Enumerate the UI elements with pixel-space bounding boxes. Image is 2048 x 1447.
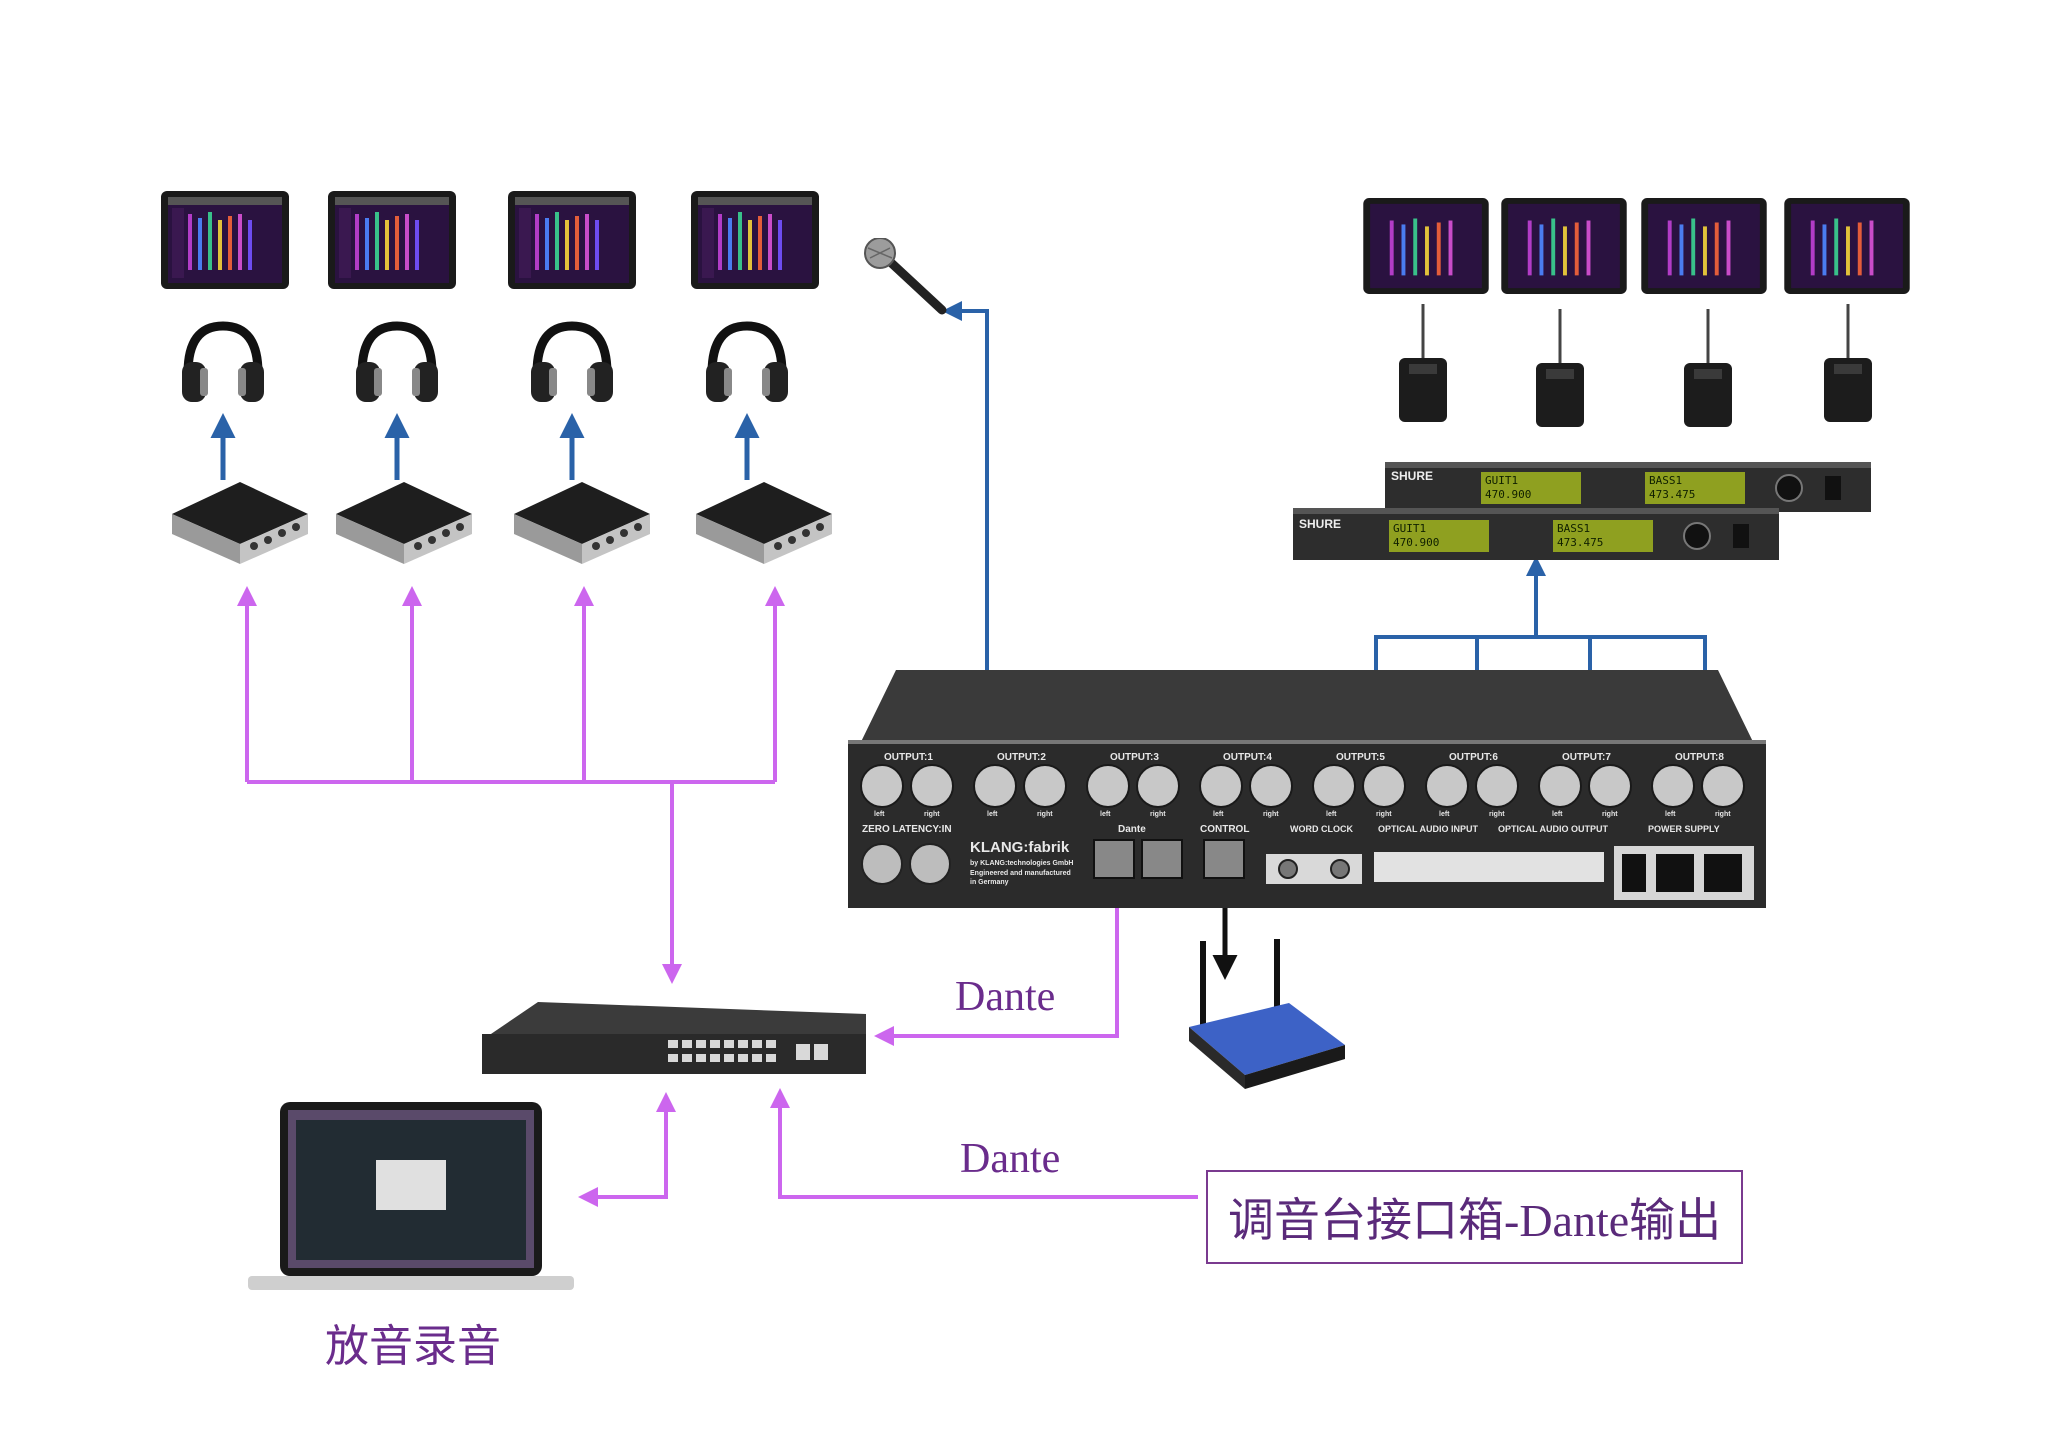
wireless-receiver-rack: SHURE GUIT1 470.900 BASS1 473.475 [1385,462,1871,512]
output-label-1: OUTPUT:1 [884,752,933,763]
optical-in-label: OPTICAL AUDIO INPUT [1378,824,1479,834]
output-right-label: right [1602,811,1618,818]
zero-latency-label: ZERO LATENCY:IN [862,824,952,835]
xlr-output-connector [1701,764,1745,808]
xlr-output-connector [1651,764,1695,808]
purple-switch-to-laptop [578,1092,676,1207]
receiver-ch2-name: BASS1 [1649,474,1682,487]
word-clock-label: WORD CLOCK [1290,824,1353,834]
bodypack-receiver-icon [1684,309,1732,427]
headphone-amp-icon [514,482,650,564]
receiver-brand: SHURE [1391,469,1433,483]
bodypack-receiver-icon [1824,304,1872,422]
headphones-icon [531,321,613,402]
bodypack-receiver-icon [1536,309,1584,427]
output-left-label: left [1100,811,1111,818]
output-label-6: OUTPUT:6 [1449,752,1498,763]
output-right-label: right [1489,811,1505,818]
network-switch-icon [482,1002,866,1074]
receiver-brand: SHURE [1299,517,1341,531]
output-right-label: right [1376,811,1392,818]
xlr-output-connector [1199,764,1243,808]
xlr-output-connector [1475,764,1519,808]
output-right-label: right [1715,811,1731,818]
xlr-output-connector [1588,764,1632,808]
control-port-label: CONTROL [1200,824,1249,835]
output-left-label: left [1439,811,1450,818]
tablet-mixer-app-icon [1501,197,1627,295]
purple-dante-to-switch [874,890,1119,1046]
xlr-output-connector [1425,764,1469,808]
output-left-label: left [1326,811,1337,818]
tablet-mixer-app-icon [161,191,289,289]
output-label-8: OUTPUT:8 [1675,752,1724,763]
power-supply-label: POWER SUPPLY [1648,824,1720,834]
dante-port-label: Dante [1118,824,1146,835]
tablet-mixer-app-icon [691,191,819,289]
output-right-label: right [1037,811,1053,818]
dante-bottom-label: Dante [960,1136,1061,1182]
xlr-output-connector [1136,764,1180,808]
xlr-output-connector [1249,764,1293,808]
output-label-5: OUTPUT:5 [1336,752,1385,763]
output-label-7: OUTPUT:7 [1562,752,1611,763]
purple-amp-feed [237,586,785,984]
receiver-ch1-name: GUIT1 [1393,522,1426,535]
output-label-3: OUTPUT:3 [1110,752,1159,763]
optical-out-label: OPTICAL AUDIO OUTPUT [1498,824,1609,834]
tablet-mixer-app-icon [328,191,456,289]
blue-amp-to-headphones [210,413,760,480]
receiver-ch2-freq: 473.475 [1557,536,1603,549]
microphone-icon [864,238,947,315]
bodypack-receiver-icon [1399,304,1447,422]
receiver-ch1-freq: 470.900 [1393,536,1439,549]
xlr-output-connector [1538,764,1582,808]
tablet-mixer-app-icon [1784,197,1910,295]
panel-brand-sub1: by KLANG:technologies GmbH [970,860,1073,867]
output-label-2: OUTPUT:2 [997,752,1046,763]
interface-rear-panel: OUTPUT:1 left right OUTPUT:2 left right OUTPUT… [848,670,1766,908]
xlr-output-connector [1312,764,1356,808]
headphones-icon [706,321,788,402]
output-label-4: OUTPUT:4 [1223,752,1272,763]
output-right-label: right [1263,811,1279,818]
headphones-icon [356,321,438,402]
output-left-label: left [1665,811,1676,818]
receiver-ch2-freq: 473.475 [1649,488,1695,501]
receiver-ch1-freq: 470.900 [1485,488,1531,501]
output-left-label: left [987,811,998,818]
xlr-output-connector [1086,764,1130,808]
purple-interface-to-switch [770,1088,1198,1199]
panel-brand-sub3: in Germany [970,879,1009,886]
xlr-output-connector [1362,764,1406,808]
tablet-mixer-app-icon [1641,197,1767,295]
receiver-ch1-name: GUIT1 [1485,474,1518,487]
xlr-output-connector [973,764,1017,808]
headphones-icon [182,321,264,402]
wireless-receiver-rack: SHURE GUIT1 470.900 BASS1 473.475 [1293,508,1779,560]
panel-brand-sub2: Engineered and manufactured [970,870,1071,877]
receiver-ch2-name: BASS1 [1557,522,1590,535]
wifi-router-icon [1189,939,1345,1089]
output-left-label: left [1552,811,1563,818]
playback-record-label: 放音录音 [325,1322,501,1371]
interface-output-label: 调音台接口箱-Dante输出 [1206,1170,1744,1264]
laptop-icon [248,1102,574,1290]
output-right-label: right [1150,811,1166,818]
output-left-label: left [1213,811,1224,818]
headphone-amp-icon [336,482,472,564]
xlr-output-connector [1023,764,1067,808]
headphone-amp-icon [172,482,308,564]
headphone-amp-icon [696,482,832,564]
xlr-output-connector [910,764,954,808]
xlr-output-connector [860,764,904,808]
output-left-label: left [874,811,885,818]
tablet-mixer-app-icon [508,191,636,289]
dante-switch-label: Dante [955,974,1056,1020]
tablet-mixer-app-icon [1363,197,1489,295]
output-right-label: right [924,811,940,818]
panel-brand: KLANG:fabrik [970,839,1070,856]
